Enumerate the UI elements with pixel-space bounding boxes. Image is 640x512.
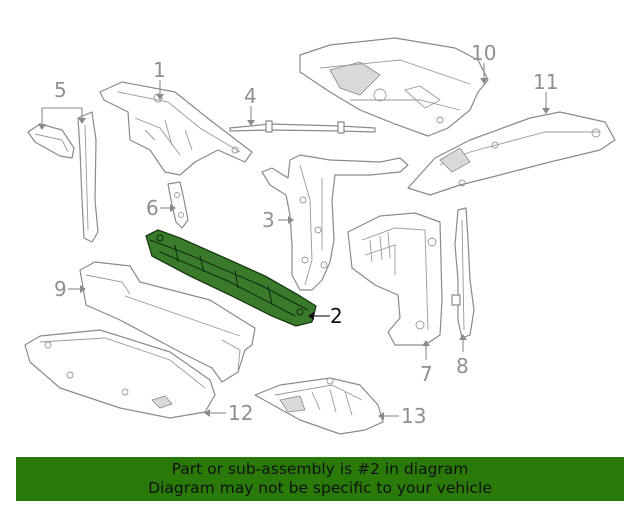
part-12-lower-shield [24,329,216,419]
part-8-bracket [451,207,475,339]
callout-6: 6 [146,196,159,220]
callout-10: 10 [471,41,496,65]
part-4-rod [229,120,376,134]
callout-2: 2 [330,304,343,328]
callout-12: 12 [228,401,253,425]
callout-4: 4 [244,84,257,108]
part-13-lower-cover [254,377,384,435]
part-9-deflector [79,261,256,383]
part-11-side-cover [407,111,616,196]
info-banner: Part or sub-assembly is #2 in diagram Di… [16,457,624,501]
callout-11: 11 [533,70,558,94]
callout-7: 7 [420,362,433,386]
part-2-lower-tie-bar-highlighted [145,229,317,327]
callout-5: 5 [54,78,67,102]
part-7-air-guide [347,212,443,346]
callout-8: 8 [456,354,469,378]
part-5-brackets [27,111,99,243]
part-10-upper-cover [299,37,489,137]
parts-diagram: 1 2 3 4 5 6 7 8 9 10 11 12 13 [24,37,616,435]
banner-line-2: Diagram may not be specific to your vehi… [148,479,492,497]
leader-arrowheads [38,78,550,420]
callout-3: 3 [262,208,275,232]
callout-labels: 1 2 3 4 5 6 7 8 9 10 11 12 13 [54,41,558,428]
part-3-side-support [261,154,409,291]
callout-9: 9 [54,277,67,301]
callout-13: 13 [401,404,426,428]
part-1-upper-tie-bar [99,81,253,176]
banner-line-1: Part or sub-assembly is #2 in diagram [171,460,469,478]
callout-1: 1 [153,58,166,82]
